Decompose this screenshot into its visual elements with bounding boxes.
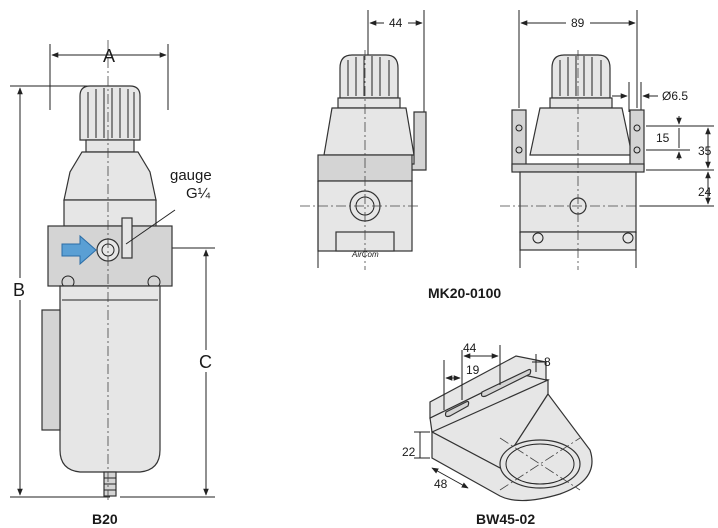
- mk20-caption: MK20-0100: [428, 285, 501, 301]
- mk20-dim-15: 15: [656, 131, 670, 145]
- bw45-dim-8: 8: [544, 355, 551, 369]
- bw45-dim-22: 22: [402, 445, 416, 459]
- b20-drawing: A B C: [10, 40, 216, 527]
- mk20-dim-35: 35: [698, 144, 712, 158]
- bw45-drawing: 44 19 8 22 48 BW45-02: [402, 341, 593, 527]
- bw45-dim-19: 19: [466, 363, 480, 377]
- dim-b-label: B: [13, 280, 25, 300]
- mk20-dim-hole: Ø6.5: [662, 89, 688, 103]
- mk20-side-view: 44 AirCom: [300, 10, 427, 270]
- dim-a-label: A: [103, 46, 115, 66]
- dim-c-label: C: [199, 352, 212, 372]
- gauge-thread-label: G¼: [186, 185, 211, 202]
- mk20-dim-24: 24: [698, 185, 712, 199]
- bw45-dim-48: 48: [434, 477, 448, 491]
- mk20-dim-89: 89: [571, 16, 585, 30]
- mk20-dim-44: 44: [389, 16, 403, 30]
- b20-caption: B20: [92, 511, 118, 527]
- gauge-label: gauge: [170, 167, 212, 184]
- flow-arrow-icon: [61, 234, 97, 266]
- bw45-caption: BW45-02: [476, 511, 535, 527]
- mk20-front-view: 89 Ø6.5: [428, 10, 714, 301]
- bw45-dim-44: 44: [463, 341, 477, 355]
